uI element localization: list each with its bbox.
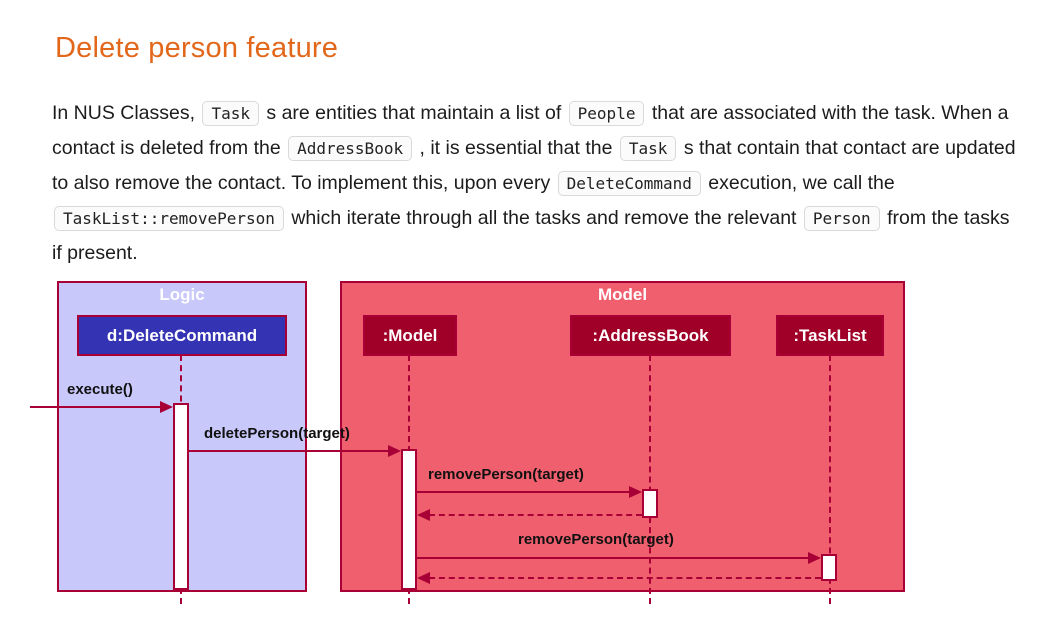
activation-deletecommand [173, 403, 189, 590]
inline-code: DeleteCommand [557, 170, 701, 196]
message-line-removeperson-addressbook [417, 491, 630, 493]
arrowhead-return-addressbook [417, 509, 430, 521]
arrowhead-return-tasklist [417, 572, 430, 584]
inline-code: AddressBook [288, 135, 413, 161]
arrowhead-removeperson-tasklist [808, 552, 821, 564]
participant-model: :Model [363, 315, 457, 356]
text-run: which iterate through all the tasks and … [285, 206, 802, 229]
inline-code: Task [202, 100, 259, 126]
text-run: that are associated with the task. When … [52, 101, 1009, 159]
message-label-removeperson-tasklist: removePerson(target) [518, 531, 674, 548]
message-label-removeperson-addressbook: removePerson(target) [428, 466, 584, 483]
participant-deletecommand: d:DeleteCommand [77, 315, 287, 356]
text-run: In NUS Classes, [52, 101, 201, 124]
participant-deletecommand-label: d:DeleteCommand [106, 325, 258, 345]
page-title: Delete person feature [55, 32, 339, 65]
inline-code: People [568, 100, 645, 126]
inline-code: TaskList::removePerson [54, 205, 284, 231]
activation-addressbook [642, 489, 658, 518]
activation-tasklist [821, 554, 837, 581]
message-label-execute: execute() [67, 381, 133, 398]
inline-code: Task [619, 135, 677, 161]
arrowhead-removeperson-addressbook [629, 486, 642, 498]
logic-frame-title: Logic [159, 285, 205, 304]
activation-model [401, 449, 417, 590]
participant-model-label: :Model [382, 325, 438, 345]
text-run: s are entities that maintain a list of [261, 101, 567, 124]
lifeline-tasklist [829, 355, 831, 604]
participant-tasklist-label: :TaskList [793, 325, 867, 345]
message-line-execute [30, 406, 162, 408]
arrowhead-execute [160, 401, 173, 413]
return-line-tasklist [429, 577, 821, 579]
text-run: , it is essential that the [414, 136, 618, 159]
sequence-diagram: Logic Model d:DeleteCommand :Model :Addr… [0, 268, 1055, 627]
participant-tasklist: :TaskList [776, 315, 884, 356]
text-run: s that contain that contact are updated … [52, 136, 1016, 194]
message-line-deleteperson [189, 450, 389, 452]
lifeline-addressbook [649, 355, 651, 604]
participant-addressbook-label: :AddressBook [592, 325, 709, 345]
message-line-removeperson-tasklist [417, 557, 809, 559]
participant-addressbook: :AddressBook [570, 315, 731, 356]
text-run: from the tasks if present. [52, 206, 1010, 264]
model-frame-title: Model [597, 285, 648, 304]
return-line-addressbook [429, 514, 642, 516]
text-run: execution, we call the [702, 171, 895, 194]
message-label-deleteperson: deletePerson(target) [204, 425, 350, 442]
intro-paragraph: In NUS Classes, Task s are entities that… [52, 96, 1020, 271]
arrowhead-deleteperson [388, 445, 401, 457]
inline-code: Person [803, 205, 880, 231]
